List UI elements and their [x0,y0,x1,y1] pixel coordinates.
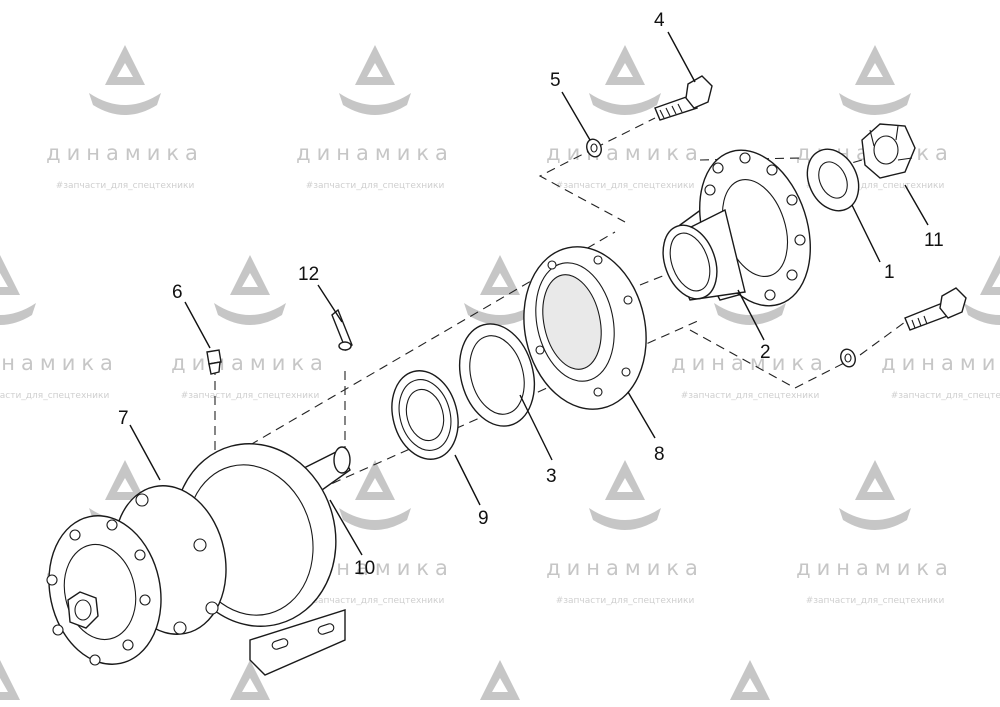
watermark-logo-icon [464,255,536,325]
callout-leaders [129,31,929,556]
watermark-logo-icon [589,460,661,530]
watermark-brand: динамика [171,351,329,375]
watermark-tagline: #запчасти_для_спецтехники [806,181,945,191]
callout-8: 8 [654,444,665,465]
part-11-castle-nut [861,123,916,179]
callout-2: 2 [760,342,771,363]
watermark-brand: динамика [546,556,704,580]
watermark-brand: динамика [546,141,704,165]
watermark-logo-icon [480,660,520,700]
watermark-logo-icon [214,255,286,325]
watermark-tagline: #запчасти_для_спецтехники [556,596,695,606]
watermark-tagline: #запчасти_для_спецтехники [891,391,1000,401]
watermark-tagline: #запчасти_для_спецтехники [0,391,109,401]
callout-7: 7 [118,408,129,429]
watermark-brand: динамика [46,141,204,165]
callout-12: 12 [298,264,319,285]
callout-1: 1 [884,262,895,283]
watermark-logo-icon [0,255,36,325]
lower-bolt-and-washer [840,287,967,368]
watermark-brand: динамика [671,351,829,375]
watermark-brand: динамика [796,556,954,580]
watermark-tagline: #запчасти_для_спецтехники [181,391,320,401]
watermark-logo-icon [230,660,270,700]
callout-3: 3 [546,466,557,487]
watermark-tagline: #запчасти_для_спецтехники [56,181,195,191]
callout-4: 4 [654,10,665,31]
watermark-tagline: #запчасти_для_спецтехники [306,596,445,606]
watermark-brand: динамика [881,351,1000,375]
watermark-tagline: #запчасти_для_спецтехники [681,391,820,401]
watermark-logo-icon [730,660,770,700]
watermark-brand: динамика [296,141,454,165]
part-12-cotter-pin [331,308,353,352]
watermark-logo-icon [964,255,1000,325]
part-6-grease-fitting [206,349,222,375]
callout-9: 9 [478,508,489,529]
part-4-bolt [654,75,713,121]
callout-11: 11 [924,230,944,251]
watermark-logo-icon [339,45,411,115]
watermark-tagline: #запчасти_для_спецтехники [806,596,945,606]
watermark-logo-icon [0,660,20,700]
watermark-tagline: #запчасти_для_спецтехники [306,181,445,191]
watermark-logo-icon [339,460,411,530]
watermark-logo-icon [839,460,911,530]
part-5-washer [586,138,602,158]
callout-10: 10 [354,558,375,579]
part-7-housing-assembly [46,443,351,676]
watermark-brand: динамика [0,351,119,375]
part-9-bearing [391,370,459,460]
watermark-logo-icon [89,45,161,115]
callout-6: 6 [172,282,183,303]
part-1-washer [806,148,860,212]
part-8-flange-plate [523,246,647,410]
callout-labels: 1 2 3 4 5 6 7 8 9 10 11 12 [118,10,944,579]
part-2-flanged-hub [662,149,811,307]
part-3-seal-ring [459,323,535,427]
watermark-tagline: #запчасти_для_спецтехники [556,181,695,191]
watermark-logo-icon [589,45,661,115]
callout-5: 5 [550,70,561,91]
watermark-logo-icon [839,45,911,115]
